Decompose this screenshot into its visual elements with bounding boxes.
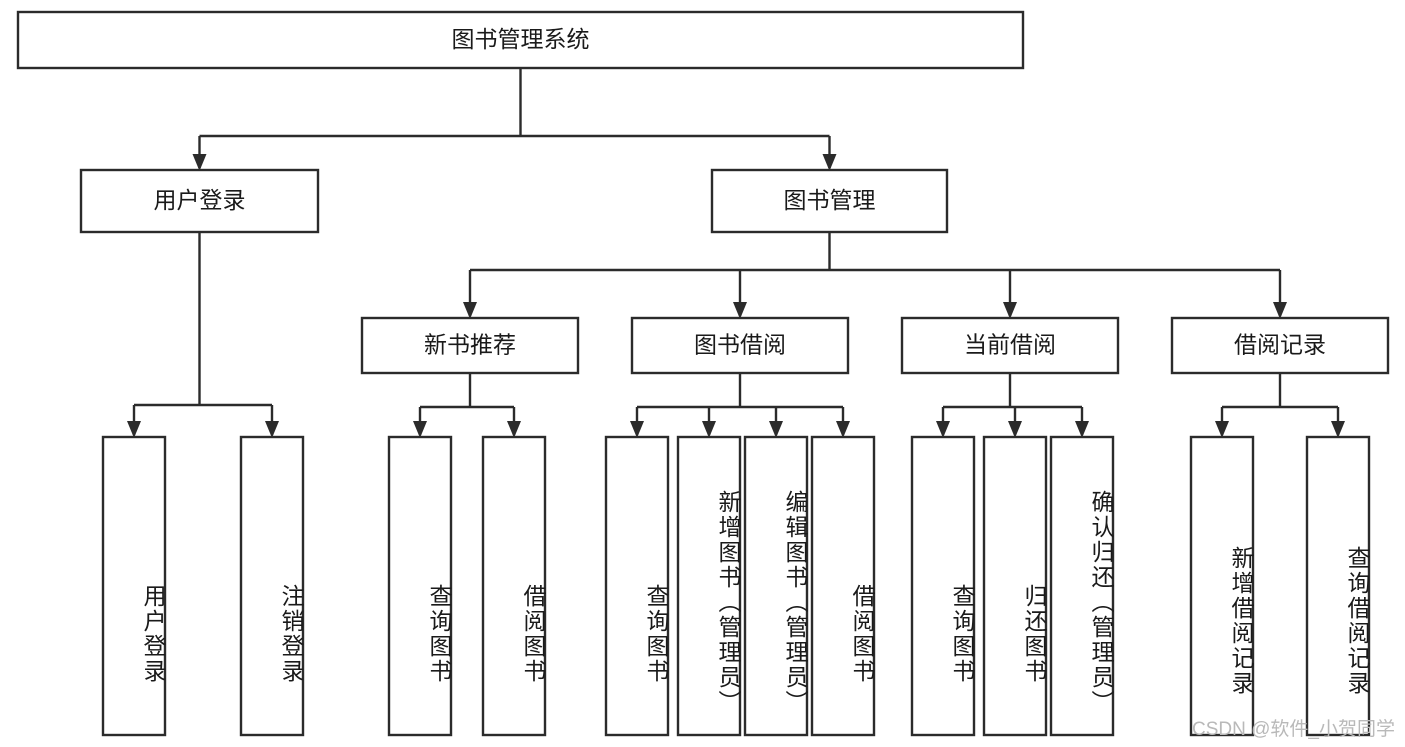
arrow-head-icon [1003, 302, 1017, 319]
node-box-leaf-query-record[interactable] [1305, 435, 1371, 737]
node-box-new-book-recommend[interactable] [360, 316, 580, 375]
arrow-head-icon [1075, 421, 1089, 438]
arrow-head-icon [1215, 421, 1229, 438]
node-box-leaf-confirm-return[interactable] [1049, 435, 1115, 737]
arrow-head-icon [1008, 421, 1022, 438]
arrow-head-icon [936, 421, 950, 438]
node-box-leaf-return-book[interactable] [982, 435, 1048, 737]
node-box-leaf-user-login[interactable] [101, 435, 167, 737]
arrow-head-icon [265, 421, 279, 438]
connectors-layer [127, 68, 1345, 438]
node-box-leaf-add-book[interactable] [676, 435, 742, 737]
node-box-leaf-edit-book[interactable] [743, 435, 809, 737]
node-label-user-login: 用户登录 [154, 187, 246, 213]
arrow-head-icon [127, 421, 141, 438]
arrow-head-icon [192, 154, 207, 171]
node-label-book-borrow: 图书借阅 [694, 332, 786, 358]
node-box-leaf-query-book-3[interactable] [910, 435, 976, 737]
node-box-current-borrow[interactable] [900, 316, 1120, 375]
arrow-head-icon [836, 421, 850, 438]
node-box-leaf-logout[interactable] [239, 435, 305, 737]
arrow-head-icon [507, 421, 521, 438]
arrow-head-icon [702, 421, 716, 438]
node-box-leaf-borrow-book-2[interactable] [810, 435, 876, 737]
node-label-borrow-record: 借阅记录 [1234, 332, 1326, 358]
arrow-head-icon [463, 302, 477, 319]
node-label-root: 图书管理系统 [452, 26, 590, 52]
watermark: CSDN @软件_小贺同学 [1192, 719, 1395, 740]
node-box-book-borrow[interactable] [630, 316, 850, 375]
arrow-head-icon [769, 421, 783, 438]
node-label-book-manage: 图书管理 [784, 187, 876, 213]
arrow-head-icon [1331, 421, 1345, 438]
node-box-leaf-borrow-book-1[interactable] [481, 435, 547, 737]
arrow-head-icon [413, 421, 427, 438]
node-box-borrow-record[interactable] [1170, 316, 1390, 375]
node-label-current-borrow: 当前借阅 [964, 332, 1056, 358]
node-box-leaf-add-record[interactable] [1189, 435, 1255, 737]
node-box-leaf-query-book-1[interactable] [387, 435, 453, 737]
node-box-user-login[interactable] [79, 168, 320, 234]
node-label-new-book-recommend: 新书推荐 [424, 332, 516, 358]
boxes-layer [16, 10, 1390, 737]
arrow-head-icon [1273, 302, 1287, 319]
arrow-head-icon [630, 421, 644, 438]
node-box-root[interactable] [16, 10, 1025, 70]
node-box-book-manage[interactable] [710, 168, 949, 234]
arrow-head-icon [733, 302, 747, 319]
arrow-head-icon [822, 154, 837, 171]
node-box-leaf-query-book-2[interactable] [604, 435, 670, 737]
